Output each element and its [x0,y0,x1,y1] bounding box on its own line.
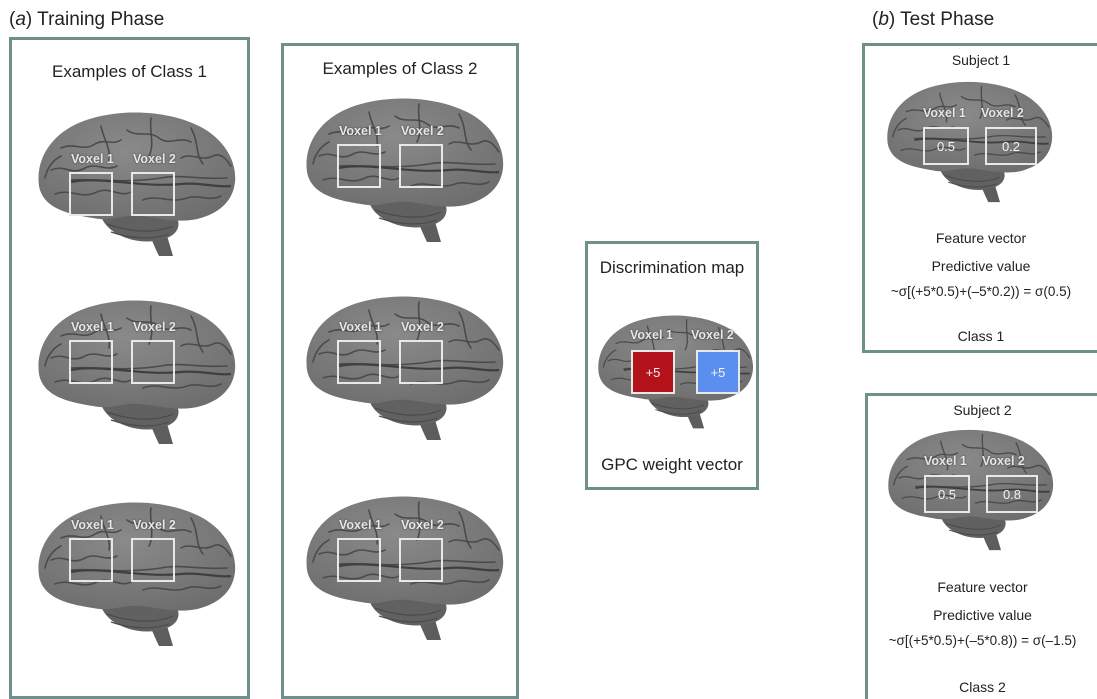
brain-image: Voxel 1 Voxel 2 +5 +5 [592,312,758,430]
discrimination-panel: Discrimination map Voxel 1 Voxel 2 +5 +5 [585,241,759,490]
class2-title: Examples of Class 2 [322,59,478,78]
voxel1-label: Voxel 1 [924,454,967,468]
discrimination-title: Discrimination map [599,258,745,277]
training-phase-letter: a [15,9,26,30]
voxel1-box [337,340,381,384]
subject2-panel: Subject 2 Voxel 1 Voxel 2 0.5 0.8 Featur [865,393,1097,699]
voxel2-label: Voxel 2 [401,124,444,138]
voxel1-feature-value: 0.5 [937,486,957,502]
brain-image: Voxel 1 Voxel 2 [299,492,509,642]
brain-image: Voxel 1 Voxel 2 0.5 0.8 [882,424,1058,554]
brain-icon [306,296,504,440]
voxel2-feature-value: 0.8 [1002,486,1022,502]
voxel1-label: Voxel 1 [339,124,382,138]
brain-icon [38,502,236,646]
class1-panel: Examples of Class 1 Voxel 1 Voxel 2 [9,37,250,699]
voxel2-feature-value: 0.2 [1001,138,1021,154]
voxel2-label: Voxel 2 [401,518,444,532]
voxel2-label: Voxel 2 [133,152,176,166]
brain-icon [888,429,1054,551]
voxel2-label: Voxel 2 [133,518,176,532]
voxel2-feature-box: 0.8 [986,475,1038,513]
voxel1-feature-box: 0.5 [923,127,969,165]
test-phase-title: (b) Test Phase [872,9,995,30]
test-phase-text: Test Phase [900,9,995,30]
brain-image: Voxel 1 Voxel 2 [299,292,509,442]
subject2-title: Subject 2 [953,402,1012,418]
subject2-class-label: Class 2 [959,679,1006,695]
subject2-feature-label: Feature vector [937,579,1028,595]
brain-image: Voxel 1 Voxel 2 [299,94,509,244]
subject1-panel: Subject 1 Voxel 1 Voxel 2 0.5 0.2 Featur [862,43,1097,353]
voxel1-label: Voxel 1 [339,518,382,532]
brain-icon [306,98,504,242]
brain-icon [38,112,236,256]
subject1-formula: ~σ[(+5*0.5)+(–5*0.2)) = σ(0.5) [890,284,1072,299]
subject1-feature-label: Feature vector [935,230,1027,246]
voxel1-label: Voxel 1 [630,328,673,342]
test-phase-letter: b [878,9,889,30]
voxel2-box [399,538,443,582]
subject1-title: Subject 1 [951,52,1011,68]
brain-image: Voxel 1 Voxel 2 [31,296,241,446]
voxel2-box [399,340,443,384]
class1-title: Examples of Class 1 [52,62,207,81]
voxel1-feature-box: 0.5 [924,475,970,513]
voxel2-box [131,172,175,216]
subject2-formula: ~σ[(+5*0.5)+(–5*0.8)) = σ(–1.5) [888,633,1077,648]
voxel1-box [69,172,113,216]
voxel1-label: Voxel 1 [71,320,114,334]
voxel1-box [69,538,113,582]
voxel2-label: Voxel 2 [981,106,1024,120]
voxel1-weight-box: +5 [631,350,675,394]
class2-panel: Examples of Class 2 Voxel 1 Voxel 2 [281,43,519,699]
discrimination-footer: GPC weight vector [601,455,743,474]
voxel1-label: Voxel 1 [71,518,114,532]
voxel2-label: Voxel 2 [691,328,734,342]
voxel1-feature-value: 0.5 [936,138,956,154]
subject1-class-label: Class 1 [957,328,1005,344]
voxel2-label: Voxel 2 [133,320,176,334]
brain-icon [306,496,504,640]
voxel1-label: Voxel 1 [923,106,966,120]
brain-image: Voxel 1 Voxel 2 0.5 0.2 [881,76,1057,206]
training-phase-text: Training Phase [37,9,165,30]
voxel1-label: Voxel 1 [71,152,114,166]
voxel1-box [337,538,381,582]
voxel2-box [399,144,443,188]
voxel1-weight-value: +5 [645,364,661,380]
brain-icon [38,300,236,444]
brain-image: Voxel 1 Voxel 2 [31,498,241,648]
voxel1-label: Voxel 1 [339,320,382,334]
voxel2-label: Voxel 2 [982,454,1025,468]
subject2-predictive-label: Predictive value [933,607,1032,623]
voxel2-box [131,340,175,384]
subject1-predictive-label: Predictive value [931,258,1031,274]
voxel1-box [69,340,113,384]
brain-image: Voxel 1 Voxel 2 [31,108,241,258]
brain-icon [887,81,1053,203]
voxel2-box [131,538,175,582]
voxel2-label: Voxel 2 [401,320,444,334]
voxel2-weight-value: +5 [710,364,726,380]
voxel2-weight-box: +5 [696,350,740,394]
voxel1-box [337,144,381,188]
training-phase-title: (a) Training Phase [9,9,165,30]
voxel2-feature-box: 0.2 [985,127,1037,165]
